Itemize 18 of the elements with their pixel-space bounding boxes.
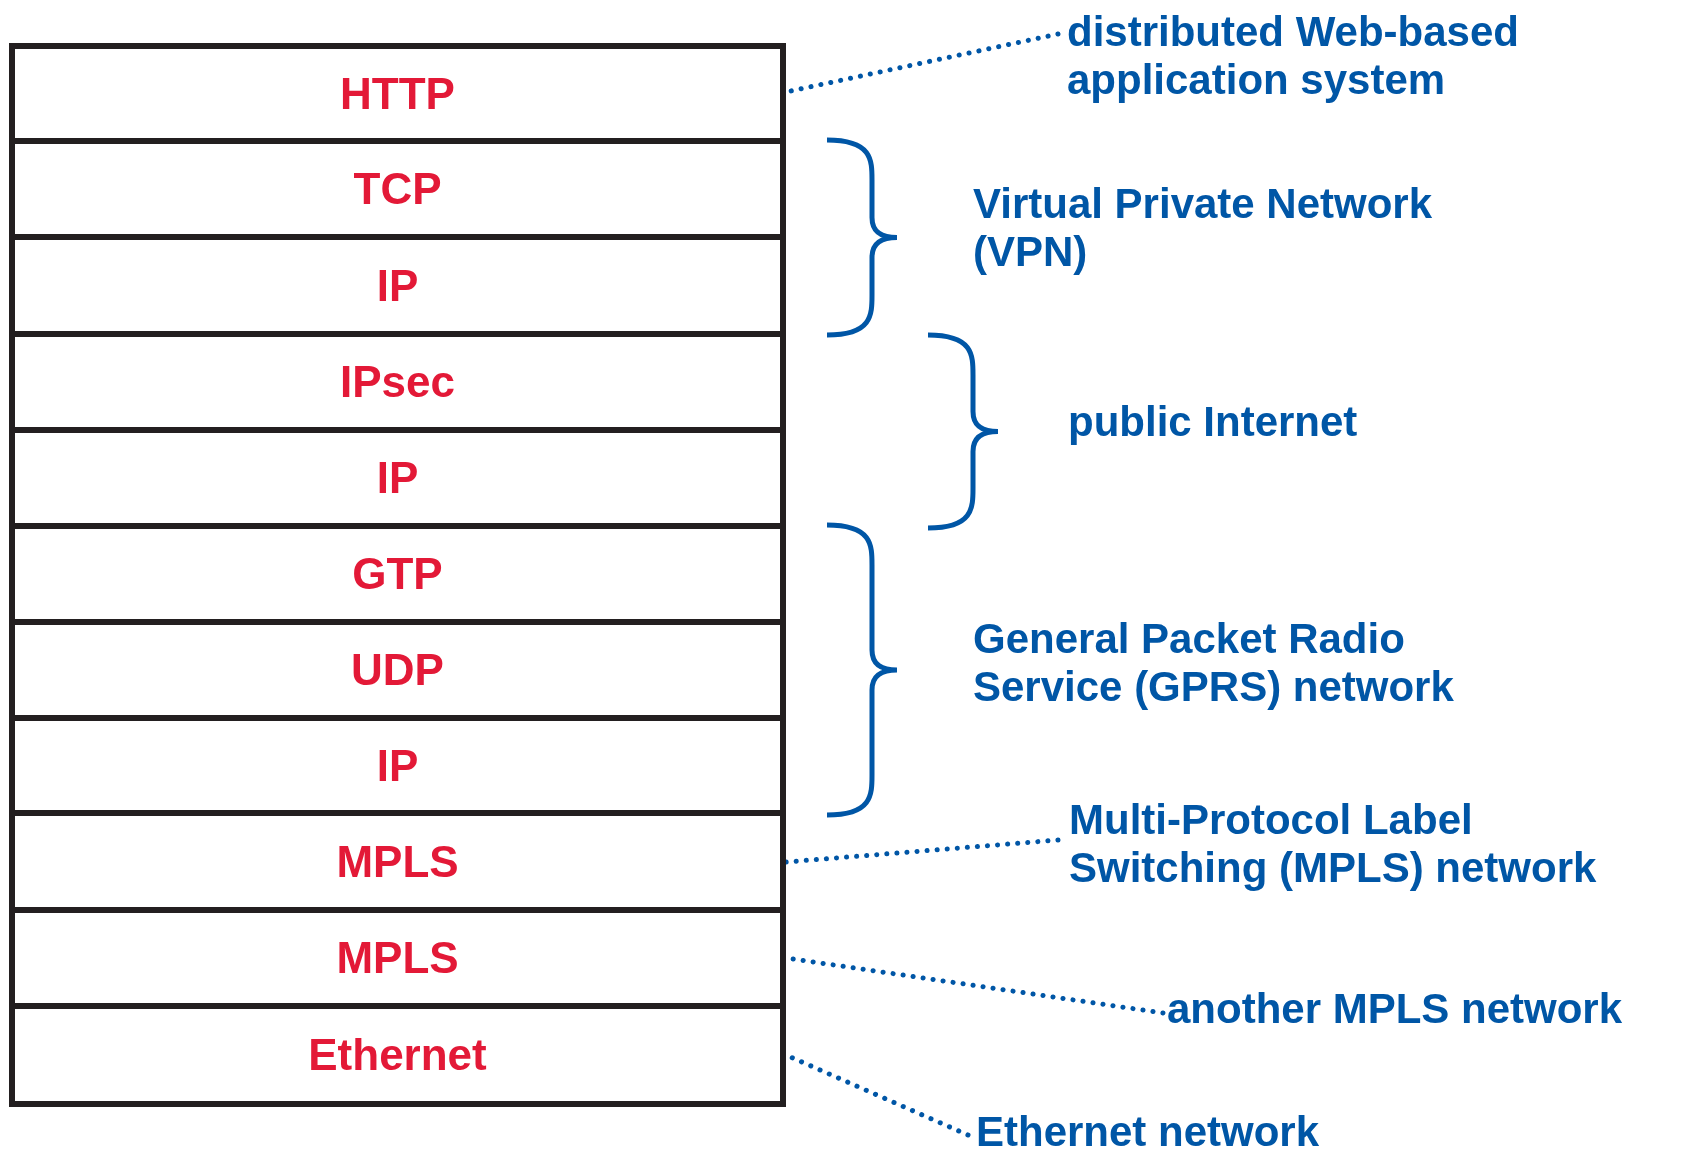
network-annotation: another MPLS network bbox=[1167, 985, 1705, 1033]
layer-name: UDP bbox=[351, 645, 444, 695]
layer-name: HTTP bbox=[340, 68, 455, 119]
network-annotation: distributed Web-based application system bbox=[1067, 8, 1567, 104]
network-annotation: public Internet bbox=[1068, 398, 1359, 446]
network-annotation: General Packet Radio Service (GPRS) network bbox=[973, 615, 1455, 711]
network-annotation: Virtual Private Network (VPN) bbox=[973, 180, 1434, 276]
network-annotation: Multi-Protocol Label Switching (MPLS) network bbox=[1069, 796, 1669, 892]
layer-name: TCP bbox=[353, 164, 442, 214]
network-annotation: Ethernet network bbox=[976, 1108, 1576, 1156]
layer-name: MPLS bbox=[336, 933, 459, 983]
layer-name: MPLS bbox=[336, 836, 459, 887]
layer-name: Ethernet bbox=[308, 1030, 487, 1080]
layer-name: GTP bbox=[352, 549, 443, 599]
layer-name: IP bbox=[376, 260, 419, 311]
layer-name: IPsec bbox=[340, 357, 455, 407]
layer-name: IP bbox=[376, 740, 419, 791]
layer-name: IP bbox=[376, 453, 419, 503]
